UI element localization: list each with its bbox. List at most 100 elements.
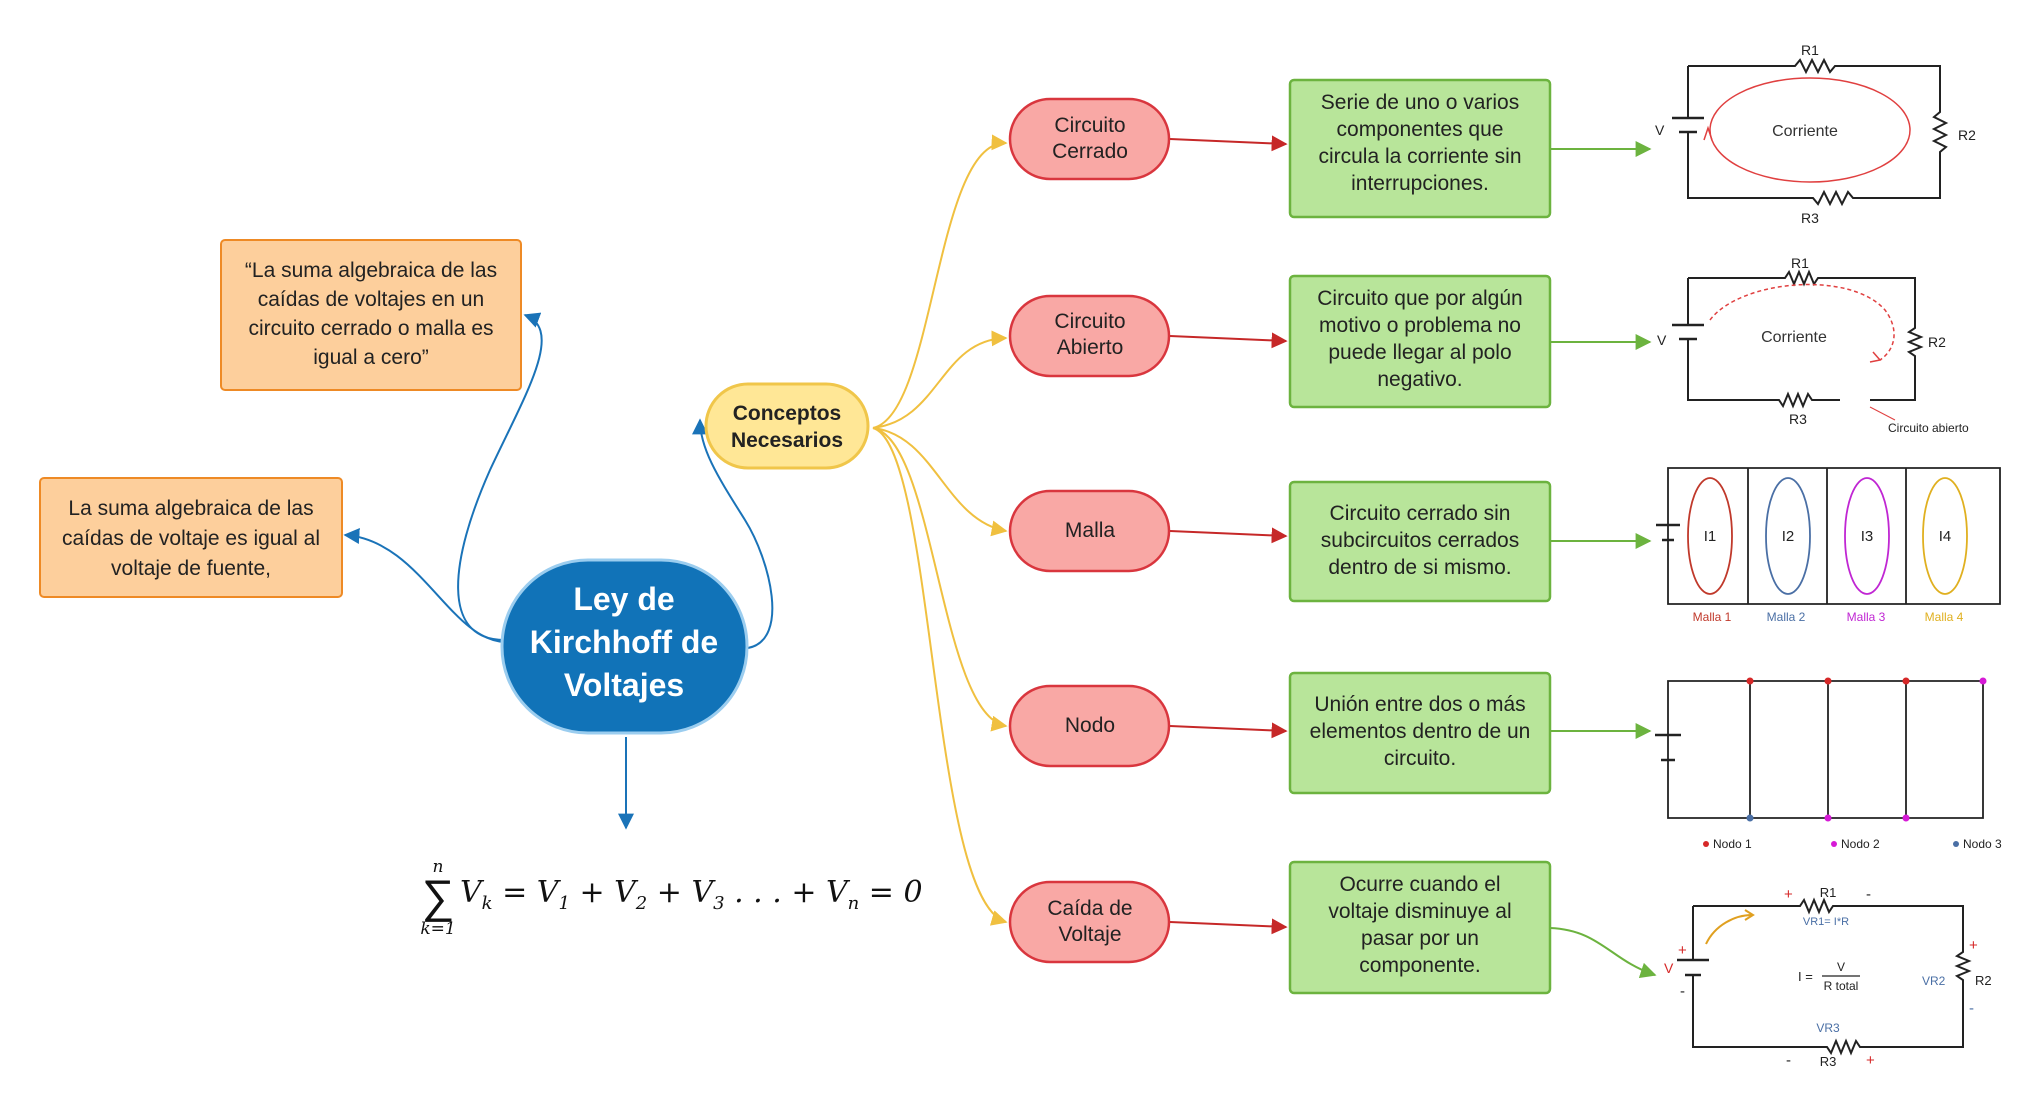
drop-label-r1: R1 (1820, 885, 1837, 900)
open-circuit-diagram (1672, 269, 1924, 421)
concept-1-line-1: Circuito (1054, 114, 1125, 137)
definition-2-line-1: La suma algebraica de las (68, 497, 313, 520)
voltage-drop-diagram (1677, 897, 1972, 1056)
arrow-central-to-definition-1 (457, 312, 543, 641)
desc-5-line-2: voltaje disminuye al (1328, 900, 1511, 923)
description-caida-de-voltaje[interactable]: Ocurre cuando el voltaje disminuye al pa… (1288, 860, 1552, 995)
closed-label-r3: R3 (1801, 210, 1819, 226)
arrow-hub-to-open (872, 330, 1008, 429)
drop-sign-minus-r1: - (1866, 886, 1871, 903)
open-label-r2: R2 (1928, 334, 1946, 350)
definition-box-1[interactable]: “La suma algebraica de las caídas de vol… (220, 239, 522, 391)
node-label-2: Nodo 2 (1841, 837, 1880, 851)
drop-label-i-num: V (1837, 960, 1845, 974)
concept-caida-de-voltaje[interactable]: Caída de Voltaje (1008, 880, 1171, 964)
desc-1-line-2: componentes que (1337, 118, 1504, 141)
definition-2-line-2: caídas de voltaje es igual al (62, 527, 320, 550)
concept-1-line-2: Cerrado (1052, 140, 1128, 163)
description-nodo[interactable]: Unión entre dos o más elementos dentro d… (1288, 671, 1552, 795)
description-circuito-cerrado[interactable]: Serie de uno o varios componentes que ci… (1288, 78, 1552, 219)
closed-label-v: V (1655, 122, 1665, 138)
node-dots (1703, 677, 1987, 847)
node-diagram (1655, 680, 1984, 819)
concept-3-line-1: Malla (1065, 519, 1116, 542)
sum-lower-limit: k=1 (420, 919, 455, 939)
open-label-r1: R1 (1791, 255, 1809, 271)
arrow-closed-to-desc (1169, 135, 1288, 152)
drop-label-v: V (1664, 960, 1674, 976)
arrow-hub-to-mesh (872, 427, 1008, 537)
arrow-central-to-definition-2 (343, 527, 506, 643)
concept-5-line-1: Caída de (1047, 897, 1132, 920)
concept-circuito-abierto[interactable]: Circuito Abierto (1008, 294, 1171, 378)
mesh-label-4: Malla 4 (1925, 610, 1964, 624)
description-malla[interactable]: Circuito cerrado sin subcircuitos cerrad… (1288, 480, 1552, 603)
hub-line-1: Conceptos (733, 402, 842, 425)
mesh-label-3: Malla 3 (1847, 610, 1886, 624)
open-label-v: V (1657, 332, 1667, 348)
drop-label-r2: R2 (1975, 973, 1992, 988)
hub-line-2: Necesarios (731, 429, 843, 452)
desc-4-line-3: circuito. (1384, 747, 1456, 770)
definition-1-line-1: “La suma algebraica de las (245, 259, 497, 282)
arrow-central-to-hub (692, 418, 774, 649)
closed-circuit-diagram (1672, 57, 1949, 207)
desc-2-line-1: Circuito que por algún (1317, 287, 1522, 310)
definition-1-line-4: igual a cero” (313, 346, 429, 369)
mesh-label-2: Malla 2 (1767, 610, 1806, 624)
mesh-loop-2: I2 (1782, 528, 1795, 545)
drop-sign-minus-r2: - (1969, 1000, 1974, 1017)
central-topic-line-2: Kirchhoff de (530, 624, 718, 660)
drop-label-vr3: VR3 (1816, 1021, 1840, 1035)
sum-upper-limit: n (433, 857, 444, 877)
central-topic-line-3: Voltajes (564, 667, 684, 703)
desc-2-line-4: negativo. (1377, 368, 1462, 391)
concepts-hub[interactable]: Conceptos Necesarios (704, 382, 870, 470)
open-label-current: Corriente (1761, 329, 1827, 346)
desc-3-line-3: dentro de si mismo. (1328, 556, 1511, 579)
concept-circuito-cerrado[interactable]: Circuito Cerrado (1008, 97, 1171, 181)
drop-label-i-den: R total (1824, 979, 1859, 993)
central-topic[interactable]: Ley de Kirchhoff de Voltajes (500, 558, 749, 735)
closed-label-current: Corriente (1772, 123, 1838, 140)
closed-label-r1: R1 (1801, 42, 1819, 58)
desc-1-line-4: interrupciones. (1351, 172, 1489, 195)
concept-nodo[interactable]: Nodo (1008, 684, 1171, 768)
desc-3-line-1: Circuito cerrado sin (1330, 502, 1511, 525)
drop-label-i-eq: I = (1798, 969, 1813, 984)
desc-3-line-2: subcircuitos cerrados (1321, 529, 1519, 552)
arrow-hub-to-node (872, 427, 1008, 732)
open-label-open: Circuito abierto (1888, 421, 1969, 435)
arrow-hub-to-closed (872, 134, 1008, 429)
drop-label-r3: R3 (1820, 1054, 1837, 1069)
desc-1-line-3: circula la corriente sin (1318, 145, 1521, 168)
drop-sign-plus-r2: + (1969, 937, 1978, 954)
drop-sign-minus-r3: - (1786, 1052, 1791, 1069)
desc-2-line-2: motivo o problema no (1319, 314, 1521, 337)
arrow-drop-to-desc (1169, 918, 1288, 935)
formula-expression: Vk = V1 + V2 + V3 . . . + Vn = 0 (460, 875, 923, 914)
closed-label-r2: R2 (1958, 127, 1976, 143)
arrow-desc-to-drop-diagram (1549, 927, 1657, 979)
definition-2-line-3: voltaje de fuente, (111, 557, 271, 580)
node-label-3: Nodo 3 (1963, 837, 2002, 851)
definition-box-2[interactable]: La suma algebraica de las caídas de volt… (39, 477, 343, 598)
description-circuito-abierto[interactable]: Circuito que por algún motivo o problema… (1288, 274, 1552, 409)
connectors (343, 134, 1657, 979)
sigma-symbol: ∑ (422, 870, 455, 922)
mesh-loop-4: I4 (1939, 528, 1952, 545)
drop-sign-plus-battery: + (1678, 942, 1687, 959)
desc-5-line-1: Ocurre cuando el (1339, 873, 1500, 896)
mesh-diagram (1656, 467, 2001, 605)
concept-4-line-1: Nodo (1065, 714, 1115, 737)
desc-4-line-2: elementos dentro de un (1310, 720, 1531, 743)
desc-1-line-1: Serie de uno o varios (1321, 91, 1519, 114)
drop-label-vr2: VR2 (1922, 974, 1946, 988)
desc-5-line-3: pasar por un (1361, 927, 1479, 950)
arrow-open-to-desc (1169, 332, 1288, 349)
concept-malla[interactable]: Malla (1008, 489, 1171, 573)
drop-sign-plus-r3: + (1866, 1052, 1875, 1069)
concept-2-line-1: Circuito (1054, 310, 1125, 333)
central-topic-line-1: Ley de (573, 581, 674, 617)
